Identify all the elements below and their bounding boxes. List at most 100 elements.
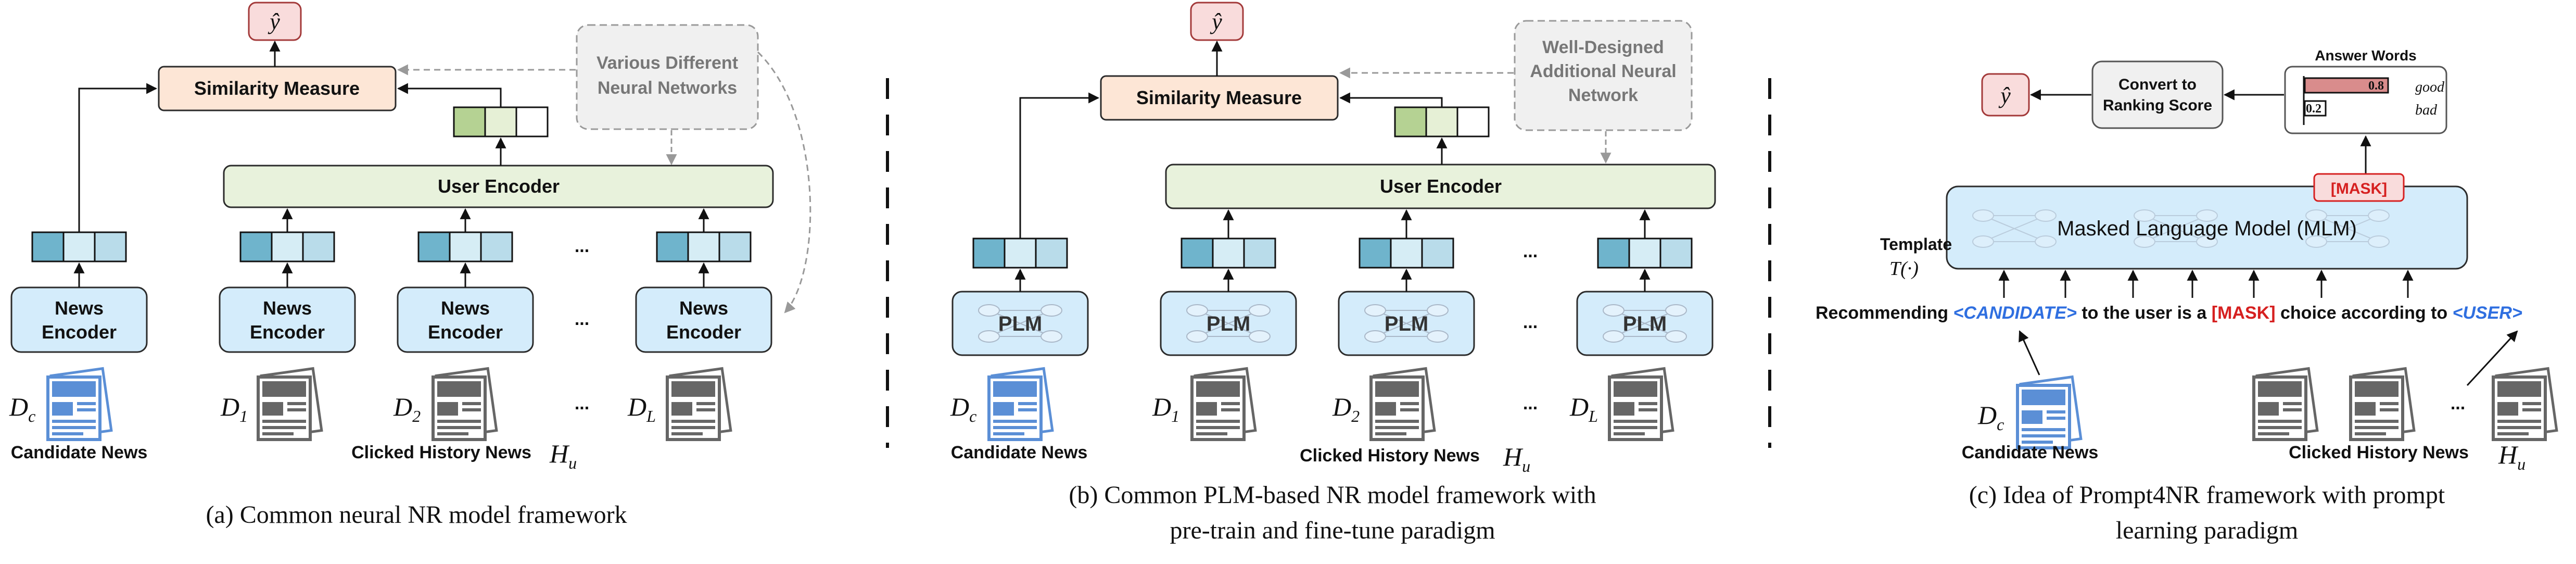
answer-bar-value-bad: 0.2 — [2306, 102, 2321, 116]
sentence-to-mlm-arrows — [1998, 269, 2414, 298]
doc-1-b: D1 — [1152, 392, 1179, 425]
user-encoder-b-label: User Encoder — [1380, 176, 1502, 197]
news-icon-h1-c — [2254, 369, 2317, 440]
news-icon-h2-c — [2351, 369, 2414, 440]
panel-c: ŷ Convert to Ranking Score Answer Words … — [1816, 47, 2557, 544]
news-icon-candidate-a — [48, 369, 111, 440]
doc-l-a: DL — [627, 392, 656, 425]
plm-l-b-label: PLM — [1623, 312, 1667, 335]
note-well-line2: Additional Neural — [1530, 61, 1676, 81]
doc-l-b: DL — [1569, 392, 1598, 425]
sentence-candidate: <CANDIDATE> — [1953, 303, 2077, 323]
answer-word-bad: bad — [2415, 102, 2438, 118]
answer-words-title: Answer Words — [2315, 47, 2417, 64]
template-label: Template — [1880, 235, 1952, 254]
note-well-designed — [1514, 20, 1693, 131]
history-vector-2-a — [417, 231, 513, 262]
news-icon-candidate-c — [2017, 377, 2081, 448]
note-various-networks — [576, 24, 759, 130]
mask-token-label: [MASK] — [2331, 180, 2387, 197]
panel-b: ŷ Similarity Measure Well-Designed Addit… — [950, 2, 1716, 544]
answer-word-good: good — [2415, 79, 2445, 95]
plm-2-b-label: PLM — [1385, 312, 1428, 335]
news-encoder-l-a-line1: News — [679, 297, 728, 319]
news-encoder-c-a: News Encoder — [10, 286, 148, 353]
user-vector-a — [453, 106, 549, 137]
arrow-candidate-to-sim-a — [78, 83, 158, 232]
news-icon-hl-a — [667, 369, 731, 440]
news-icon-h2-b — [1371, 369, 1435, 440]
similarity-measure-a — [158, 66, 397, 111]
note-various-line1: Various Different — [597, 53, 738, 73]
news-encoder-c-a-line1: News — [55, 297, 104, 319]
plm-c-b: PLM — [951, 291, 1089, 356]
history-vector-2-b — [1359, 237, 1454, 269]
h-u-a: Hu — [549, 439, 577, 472]
candidate-vector-b — [972, 237, 1068, 269]
sentence-user: <USER> — [2453, 303, 2522, 323]
convert-ranking-box — [2091, 60, 2224, 129]
news-encoder-l-a: News Encoder — [635, 286, 772, 353]
ellipsis-enc-a: ... — [575, 309, 589, 329]
news-icon-h2-a — [433, 369, 497, 440]
history-vector-l-a — [656, 231, 752, 262]
news-icon-h1-b — [1192, 369, 1255, 440]
arrow-history-to-sentence — [2466, 330, 2518, 386]
template-func: T(·) — [1889, 258, 1919, 280]
doc-c-c: Dc — [1977, 400, 2004, 434]
caption-a: (a) Common neural NR model framework — [206, 501, 627, 529]
news-encoder-1-a: News Encoder — [219, 286, 356, 353]
user-encoder-b — [1165, 164, 1716, 209]
news-icon-candidate-b — [989, 369, 1052, 440]
ellipsis-vec-a: ... — [575, 236, 589, 256]
candidate-news-label-b: Candidate News — [951, 443, 1088, 462]
clicked-history-label-c: Clicked History News — [2289, 443, 2469, 462]
news-encoder-l-a-line2: Encoder — [666, 321, 741, 343]
output-y-hat-a-label: ŷ — [268, 9, 280, 34]
arrow-candidate-to-sentence — [2019, 330, 2040, 375]
note-well-line1: Well-Designed — [1542, 37, 1664, 57]
answer-bar-good — [2304, 77, 2389, 94]
sentence-part3: choice according to — [2280, 303, 2447, 323]
caption-b-line1: (b) Common PLM-based NR model framework … — [1069, 481, 1596, 509]
clicked-history-label-b: Clicked History News — [1300, 446, 1480, 466]
h-u-c: Hu — [2498, 440, 2526, 473]
similarity-measure-b — [1100, 75, 1339, 121]
similarity-measure-b-label: Similarity Measure — [1136, 87, 1302, 108]
news-encoder-2-a-line1: News — [441, 297, 490, 319]
answer-bar-value-good: 0.8 — [2368, 79, 2384, 93]
candidate-vector-a — [31, 231, 127, 262]
convert-line1: Convert to — [2118, 76, 2197, 93]
sentence-mask: [MASK] — [2212, 303, 2276, 323]
caption-c-line2: learning paradigm — [2116, 517, 2299, 544]
answer-bars: 0.8 0.2 — [2304, 77, 2389, 117]
mlm-box — [1946, 185, 2468, 270]
plm-2-b: PLM — [1338, 291, 1475, 356]
news-encoder-2-a-line2: Encoder — [428, 321, 503, 343]
user-encoder-a-label: User Encoder — [438, 176, 560, 197]
caption-b-line2: pre-train and fine-tune paradigm — [1170, 517, 1495, 544]
user-vector-b — [1394, 106, 1490, 137]
similarity-measure-a-label: Similarity Measure — [194, 78, 360, 99]
caption-c-line1: (c) Idea of Prompt4NR framework with pro… — [1969, 481, 2445, 509]
doc-1-a: D1 — [220, 392, 248, 425]
user-encoder-a — [223, 165, 774, 208]
panel-a: ŷ Similarity Measure Various Different N… — [9, 2, 811, 529]
news-encoder-c-a-line2: Encoder — [42, 321, 117, 343]
arrow-user-to-sim-b — [1339, 92, 1443, 107]
ellipsis-plm-b: ... — [1523, 312, 1538, 332]
candidate-news-label-a: Candidate News — [11, 443, 148, 462]
note-well-line3: Network — [1568, 85, 1638, 105]
ellipsis-vec-b: ... — [1523, 242, 1538, 261]
mlm-label: Masked Language Model (MLM) — [2057, 217, 2357, 240]
plm-l-b: PLM — [1576, 291, 1714, 356]
news-icon-hl-b — [1609, 369, 1673, 440]
history-vector-1-a — [239, 231, 335, 262]
convert-line2: Ranking Score — [2103, 97, 2212, 114]
template-sentence: Recommending <CANDIDATE> to the user is … — [1816, 303, 2522, 323]
answer-bar-bad — [2304, 100, 2327, 117]
news-encoder-1-a-line1: News — [263, 297, 312, 319]
sentence-part2: to the user is a — [2082, 303, 2207, 323]
news-encoder-2-a: News Encoder — [397, 286, 534, 353]
